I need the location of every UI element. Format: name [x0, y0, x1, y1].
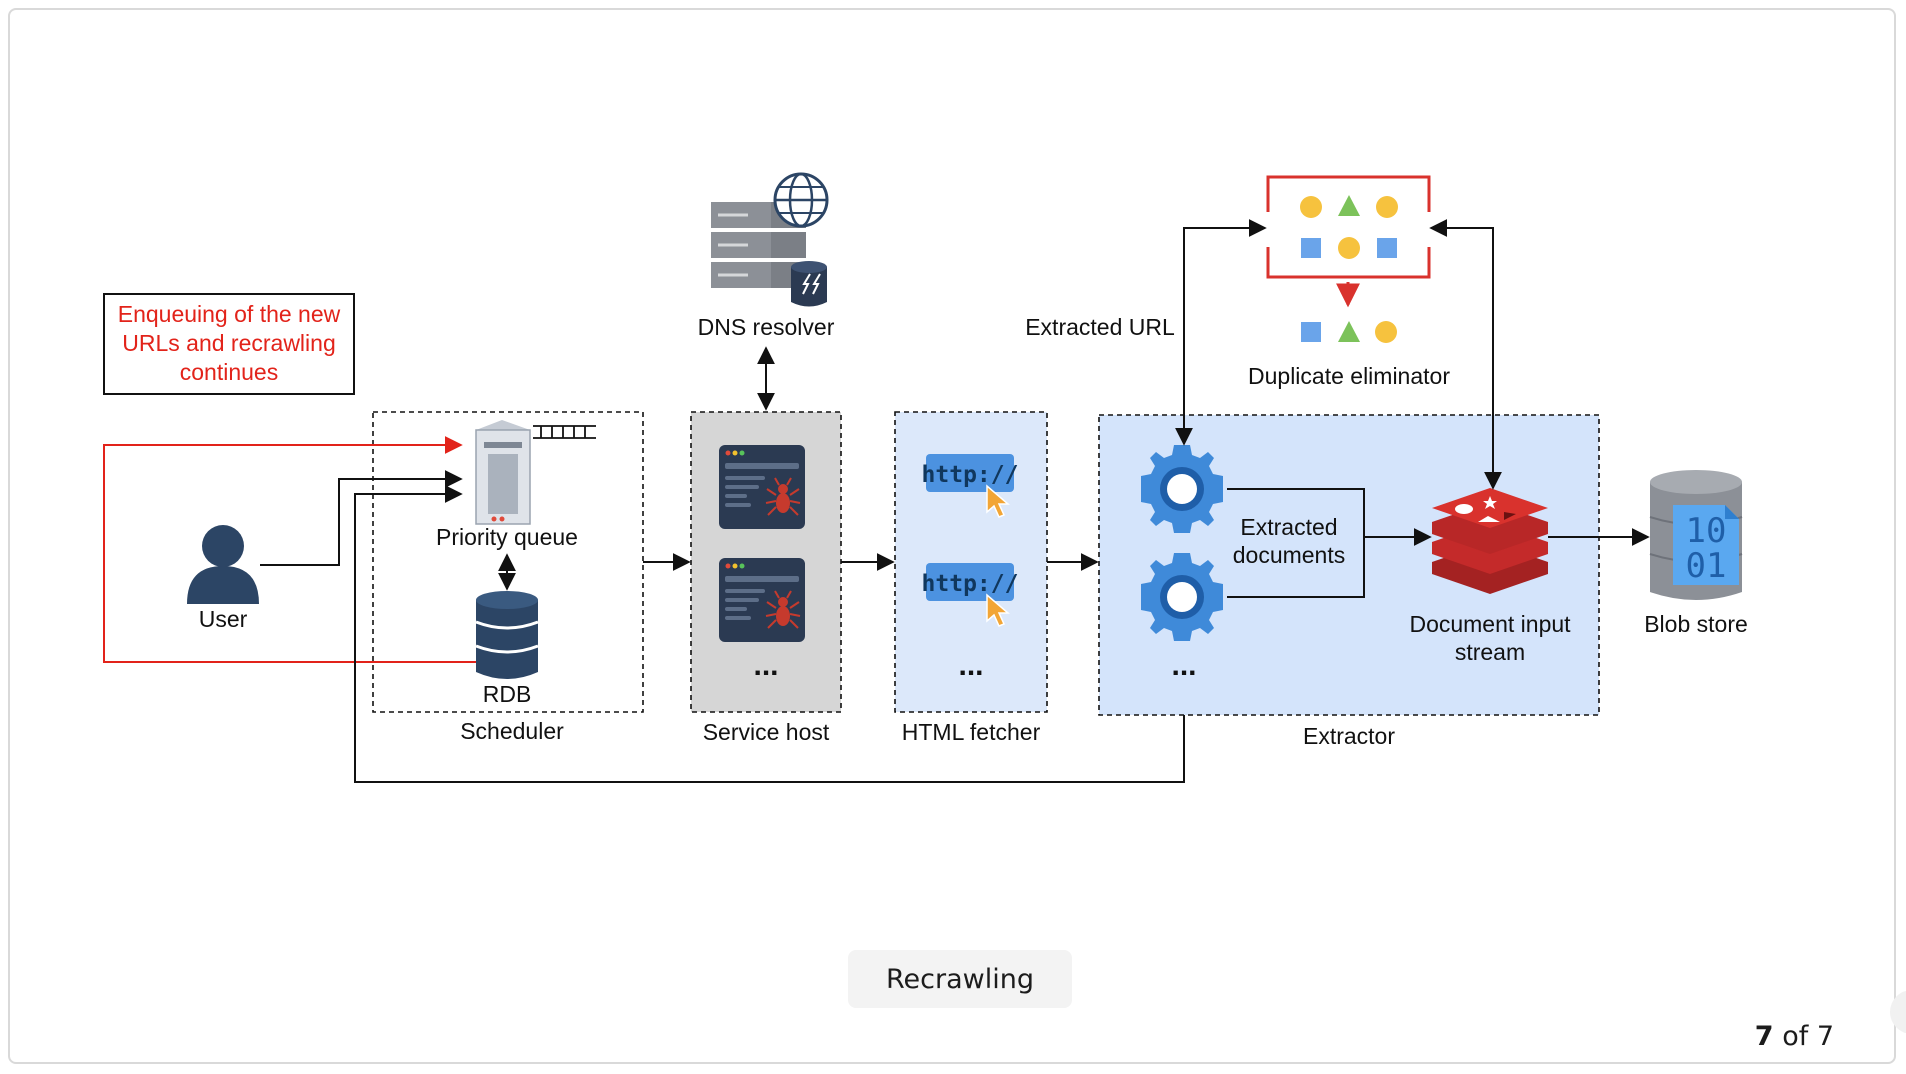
stream-dedup-arrow: [1429, 219, 1502, 490]
slide-frame: Enqueuing of the new URLs and recrawling…: [8, 8, 1896, 1064]
extracted-documents-line-2: documents: [1233, 542, 1346, 568]
svg-text:http://: http://: [922, 462, 1019, 488]
caption-button[interactable]: Recrawling: [848, 950, 1072, 1008]
side-scroll-tab[interactable]: [1890, 990, 1906, 1034]
scheduler-label: Scheduler: [460, 718, 564, 744]
user-to-queue-arrow: [260, 470, 463, 566]
extracted-url-label: Extracted URL: [1025, 314, 1175, 340]
dns-database-icon: [791, 261, 827, 307]
note-box: [103, 293, 355, 395]
queue-icon: [533, 425, 596, 439]
svg-text:01: 01: [1686, 546, 1727, 586]
rdb-label: RDB: [483, 681, 532, 707]
recrawl-note: Enqueuing of the new URLs and recrawling…: [103, 293, 355, 395]
user-label: User: [199, 606, 248, 632]
service-host-ellipsis: ...: [753, 649, 778, 682]
recrawl-arrow: [103, 436, 476, 663]
extractor-ellipsis: ...: [1171, 649, 1196, 682]
note-line-2: URLs and recrawling: [122, 330, 335, 356]
note-line-3: continues: [180, 359, 278, 385]
extractor-label: Extractor: [1303, 723, 1395, 749]
extracted-documents-bracket: [1227, 488, 1365, 598]
extracted-url-arrow: [1175, 219, 1267, 446]
gear-icon: [1141, 445, 1223, 533]
globe-icon: [773, 172, 829, 228]
service-host-label: Service host: [703, 719, 830, 745]
svg-text:10: 10: [1686, 511, 1727, 551]
duplicate-eliminator-label: Duplicate eliminator: [1248, 363, 1450, 389]
extracted-documents-line-1: Extracted: [1240, 514, 1337, 540]
blob-store-icon: 10 01: [1649, 470, 1743, 600]
document-input-stream-line-1: Document input: [1409, 611, 1571, 637]
html-fetcher-ellipsis: ...: [958, 649, 983, 682]
svg-text:http://: http://: [922, 571, 1019, 597]
redis-stream-icon: [1432, 488, 1548, 594]
extractor-feedback-arrow: [354, 485, 1185, 783]
database-icon: [475, 591, 539, 679]
priority-queue-label: Priority queue: [436, 524, 578, 550]
recrawling-diagram: Enqueuing of the new URLs and recrawling…: [103, 172, 1748, 783]
priority-queue-server-icon: [475, 420, 531, 525]
duplicate-eliminator-icon: [1266, 175, 1431, 343]
scheduler-container: [372, 411, 644, 713]
crawler-browser-icon: [718, 557, 806, 643]
pager-of: of: [1782, 1021, 1809, 1052]
document-input-stream-line-2: stream: [1455, 639, 1525, 665]
http-fetch-icon: http://: [922, 454, 1019, 518]
pager-current: 7: [1754, 1021, 1774, 1052]
user-icon: [187, 525, 259, 604]
note-line-1: Enqueuing of the new: [118, 301, 341, 327]
dns-resolver-label: DNS resolver: [698, 314, 835, 340]
gear-icon: [1141, 553, 1223, 641]
http-fetch-icon: http://: [922, 563, 1019, 627]
crawler-browser-icon: [718, 444, 806, 530]
html-fetcher-label: HTML fetcher: [902, 719, 1041, 745]
slide-pager: 7 of 7: [1755, 1021, 1834, 1052]
pager-total: 7: [1816, 1021, 1834, 1052]
blob-store-label: Blob store: [1644, 611, 1748, 637]
